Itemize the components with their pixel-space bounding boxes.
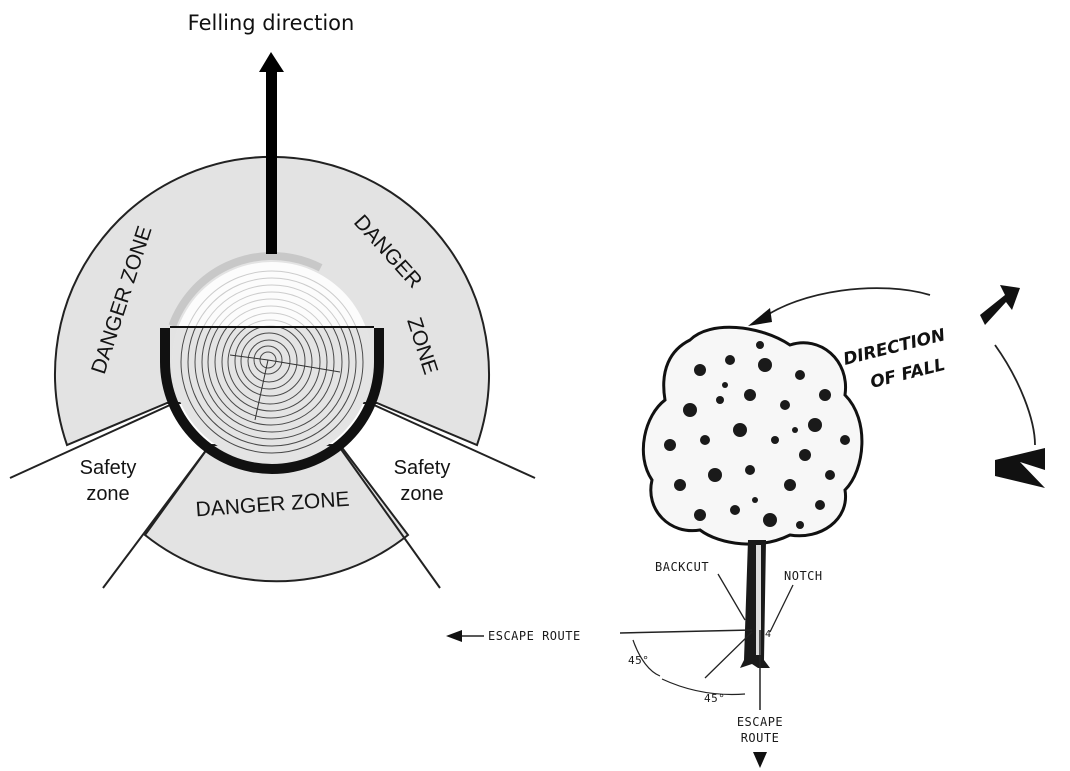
angle-arc-lower: [661, 678, 746, 696]
safety-line-right-upper: [373, 404, 536, 479]
notch-angle-mark: 4: [765, 629, 772, 640]
fall-arc-lower: [994, 344, 1036, 446]
escape-45-line: [704, 631, 753, 679]
bowtie-symbol: [995, 448, 1045, 488]
safety-line-right-lower: [337, 444, 441, 589]
backcut-label: BACKCUT: [655, 560, 709, 574]
escape-route-bottom-label: ESCAPE: [737, 715, 783, 729]
fall-arc-upper: [759, 287, 931, 321]
safety-zone-left-label: Safety: [80, 457, 137, 479]
escape-route-bottom-arrowhead: [753, 752, 767, 768]
tree-felling-diagram: DIRECTION OF FALL BACKCUT NOTCH: [446, 285, 1045, 768]
angle-45-upper-label: 45°: [628, 654, 649, 667]
safety-zone-left-label-2: zone: [86, 483, 129, 505]
tree-canopy: [641, 325, 864, 546]
felling-arrow-shaft: [266, 68, 277, 254]
escape-route-left-line: [619, 629, 753, 634]
angle-45-lower-label: 45°: [704, 692, 725, 705]
felling-arrow-head: [259, 52, 284, 72]
angle-arc-upper: [632, 639, 661, 677]
safety-line-left-upper: [9, 404, 171, 479]
escape-route-bottom-label-2: ROUTE: [741, 731, 780, 745]
safety-line-left-lower: [102, 444, 211, 589]
felling-zone-diagram: Felling direction DANGER ZONE DANGER ZON…: [9, 11, 536, 589]
notch-label: NOTCH: [784, 569, 823, 583]
escape-route-left-arrowhead: [446, 630, 462, 642]
tree-trunk: [740, 540, 770, 668]
escape-route-left-label: ESCAPE ROUTE: [488, 629, 581, 643]
safety-zone-right-label-2: zone: [400, 483, 443, 505]
danger-zone-lower: [143, 444, 410, 583]
safety-zone-right-label: Safety: [394, 457, 451, 479]
felling-direction-title: Felling direction: [188, 11, 355, 35]
direction-of-fall-arrow: [980, 285, 1020, 325]
fall-arc-arrowhead: [748, 308, 772, 326]
